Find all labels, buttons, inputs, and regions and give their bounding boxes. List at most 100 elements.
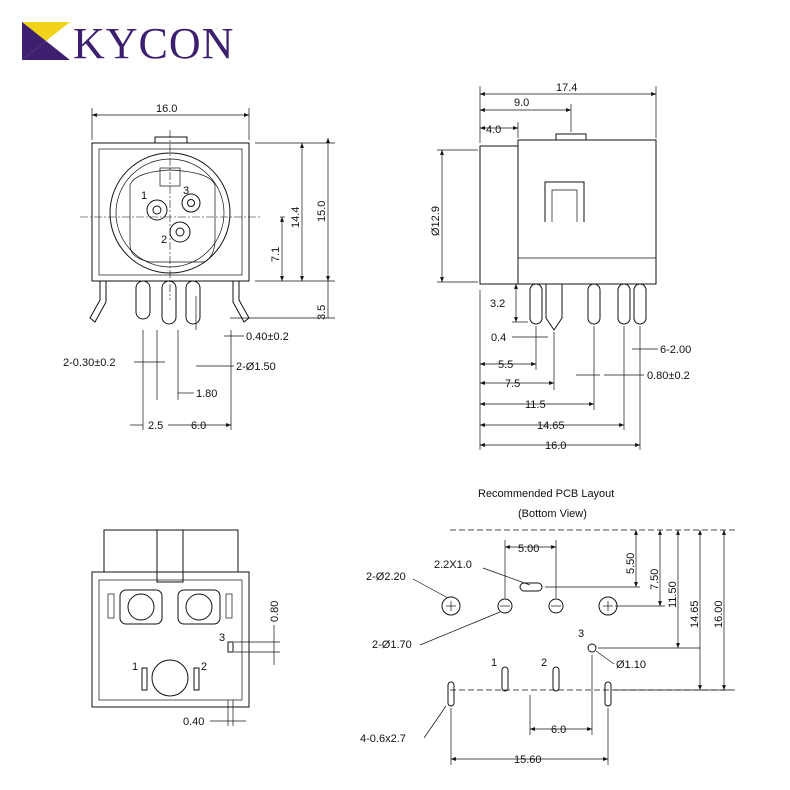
side-view: 17.4 9.0 4.0 Ø12.9 3.2 0.4 5.5 7.5 11.5 [430, 82, 691, 452]
side-latch-inner [551, 189, 578, 222]
dim-pcb-15-60: 15.60 [514, 754, 542, 766]
bottom-pin-label-2: 2 [201, 661, 207, 673]
front-top-tab [154, 136, 188, 144]
pcb-pin-label-1: 1 [491, 657, 497, 669]
dim-side-16-0: 16.0 [545, 440, 566, 452]
front-socket-outer [109, 152, 231, 274]
pcb-hole-right [548, 598, 564, 614]
dim-pcb-7-50: 7.50 [649, 569, 661, 590]
front-body-outline [91, 142, 250, 282]
dim-front-0-40: 0.40±0.2 [246, 331, 289, 343]
front-left-leg [89, 281, 107, 323]
front-pin-leg-a [135, 280, 151, 320]
bottom-pin-label-3: 3 [219, 632, 225, 644]
dim-pcb-2-dia-2-20: 2-Ø2.20 [366, 571, 406, 583]
dim-front-1-80: 1.80 [196, 388, 217, 400]
pcb-slot-left [447, 681, 455, 707]
pcb-hole-pin3 [587, 643, 597, 653]
bottom-key [156, 529, 184, 583]
bottom-boss-right-hole [185, 593, 213, 621]
dim-side-7-5: 7.5 [505, 378, 520, 390]
dim-front-7-1: 7.1 [270, 247, 282, 262]
dim-side-6-2-00: 6-2.00 [660, 344, 691, 356]
kycon-logo: KYCON [22, 19, 234, 68]
leader-line [423, 705, 447, 739]
bottom-center-post [151, 659, 189, 697]
dim-pcb-2-2x1-0: 2.2X1.0 [434, 559, 472, 571]
side-leg-5 [633, 283, 647, 325]
pcb-pin-label-3: 3 [578, 628, 584, 640]
front-body-inner [98, 148, 243, 276]
side-leg-4 [617, 283, 631, 325]
front-pin-label-2: 2 [161, 234, 167, 246]
dim-pcb-4-0-6x2-7: 4-0.6x2.7 [360, 733, 406, 745]
logo-mark-yellow [22, 22, 70, 41]
pcb-hole-mount-left [441, 596, 461, 616]
bottom-slot-left [107, 593, 115, 619]
front-view: 1 2 3 16.0 14.4 15.0 7.1 3.5 0.40±0.2 2-… [63, 103, 335, 432]
pcb-pin-label-2: 2 [541, 657, 547, 669]
bottom-barrel [103, 529, 239, 573]
pcb-slot-pin2 [552, 666, 560, 692]
leader-line [595, 650, 615, 665]
dim-pcb-11-50: 11.50 [667, 581, 679, 608]
dim-pcb-5-50: 5.50 [625, 553, 637, 574]
pcb-hole-left [497, 598, 513, 614]
bottom-pin-label-1: 1 [132, 661, 138, 673]
dim-pcb-2-dia-1-70: 2-Ø1.70 [372, 639, 412, 651]
bottom-body-inner [98, 579, 243, 701]
pcb-slot-top [519, 582, 543, 592]
dim-front-6-0: 6.0 [191, 420, 206, 432]
logo-text: KYCON [73, 19, 234, 68]
pcb-layout-title: Recommended PCB Layout [478, 488, 614, 500]
side-latch-outer [544, 181, 585, 222]
bottom-pin3-slot [227, 641, 234, 653]
logo-mark-purple-bottom [22, 41, 70, 60]
front-socket-insert [129, 169, 216, 263]
pcb-slot-right [604, 681, 612, 707]
pcb-layout: Recommended PCB Layout (Bottom View) 1 2… [360, 488, 735, 766]
leader-line [419, 611, 501, 646]
front-pin-leg-c [185, 280, 201, 325]
dim-pcb-5-00: 5.00 [518, 543, 539, 555]
front-pin3-core [187, 199, 195, 207]
logo-mark-purple-left [22, 22, 46, 60]
leader-line [412, 578, 449, 599]
front-pin1-core [152, 205, 162, 215]
dim-pcb-16-00: 16.00 [713, 600, 725, 628]
dim-pcb-14-65: 14.65 [689, 600, 701, 628]
front-pin2-core [175, 227, 185, 237]
dim-front-3-5: 3.5 [316, 305, 328, 320]
dim-front-height-15-0: 15.0 [316, 201, 328, 222]
bottom-boss-left [119, 589, 163, 625]
dim-bottom-0-40: 0.40 [183, 716, 204, 728]
bottom-view: 1 2 3 0.80 0.40 [91, 529, 281, 728]
dim-front-height-14-4: 14.4 [290, 207, 302, 228]
leader-line [482, 567, 531, 586]
bottom-boss-right [177, 589, 221, 625]
bottom-slot-right [225, 593, 233, 619]
dim-side-5-5: 5.5 [498, 359, 513, 371]
dim-side-3-2: 3.2 [490, 298, 505, 310]
bottom-pin1-slot [141, 667, 148, 691]
bottom-body [91, 571, 250, 708]
dim-front-2-5: 2.5 [148, 420, 163, 432]
dim-side-14-65: 14.65 [537, 420, 565, 432]
side-body [517, 139, 657, 285]
dim-pcb-6-0: 6.0 [551, 724, 566, 736]
dim-front-2-dia-1-50: 2-Ø1.50 [236, 361, 276, 373]
dim-front-2-0-30: 2-0.30±0.2 [63, 357, 116, 369]
dim-side-9-0: 9.0 [514, 97, 529, 109]
dim-front-width: 16.0 [156, 103, 177, 115]
dim-side-4-0: 4.0 [486, 124, 501, 136]
front-pin-label-3: 3 [183, 185, 189, 197]
dim-side-0-80: 0.80±0.2 [647, 370, 690, 382]
dim-bottom-0-80: 0.80 [269, 601, 281, 622]
front-pin1-circle [146, 199, 168, 221]
dim-side-11-5: 11.5 [525, 399, 546, 411]
front-pin3-circle [181, 193, 201, 213]
pcb-layout-subtitle: (Bottom View) [518, 508, 587, 520]
front-pin2-circle [169, 221, 191, 243]
dim-side-0-4: 0.4 [491, 332, 506, 344]
